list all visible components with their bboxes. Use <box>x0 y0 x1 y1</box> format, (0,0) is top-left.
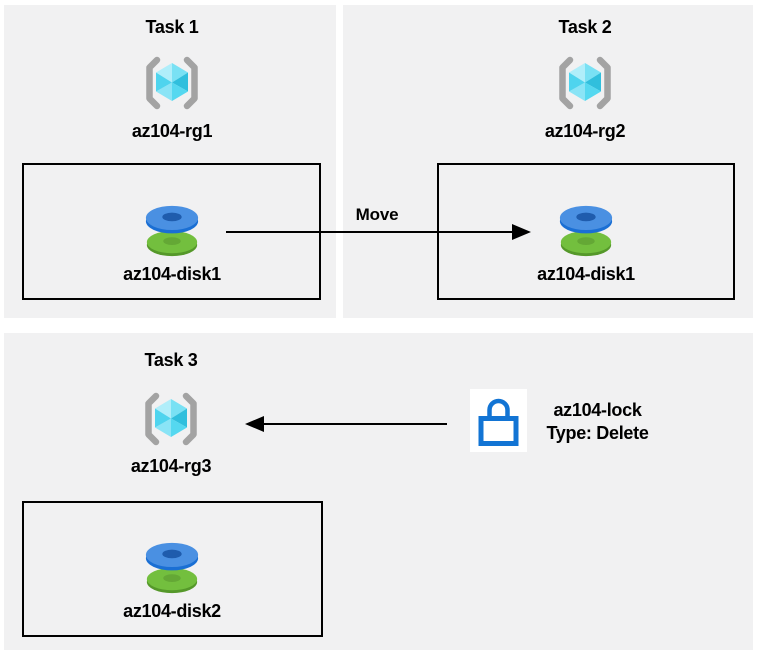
lock-box <box>470 389 527 452</box>
task1-disk-label: az104-disk1 <box>123 264 221 284</box>
task1-title: Task 1 <box>145 17 199 37</box>
panel-task2 <box>343 5 753 318</box>
panel-task3 <box>4 333 753 650</box>
lock-icon <box>470 389 527 452</box>
task2-disk-label: az104-disk1 <box>537 264 635 284</box>
disk-icon <box>559 205 613 257</box>
lock-type: Type: Delete <box>546 423 649 443</box>
resource-group-icon <box>142 56 202 110</box>
resource-group-icon <box>141 392 201 446</box>
task3-title: Task 3 <box>144 350 198 370</box>
task2-title: Task 2 <box>558 17 612 37</box>
panel-task1 <box>4 5 336 318</box>
task3-resource-group-label: az104-rg3 <box>130 456 212 476</box>
task3-disk-box <box>22 501 323 637</box>
task2-resource-group-label: az104-rg2 <box>544 121 626 141</box>
disk-icon <box>145 542 199 594</box>
disk-icon <box>145 205 199 257</box>
task1-resource-group-label: az104-rg1 <box>131 121 213 141</box>
lock-name: az104-lock <box>553 400 642 420</box>
resource-group-icon <box>555 56 615 110</box>
lock-caption: az104-lock Type: Delete <box>535 399 660 445</box>
task3-disk-label: az104-disk2 <box>123 601 221 621</box>
move-arrow-label: Move <box>355 205 399 224</box>
